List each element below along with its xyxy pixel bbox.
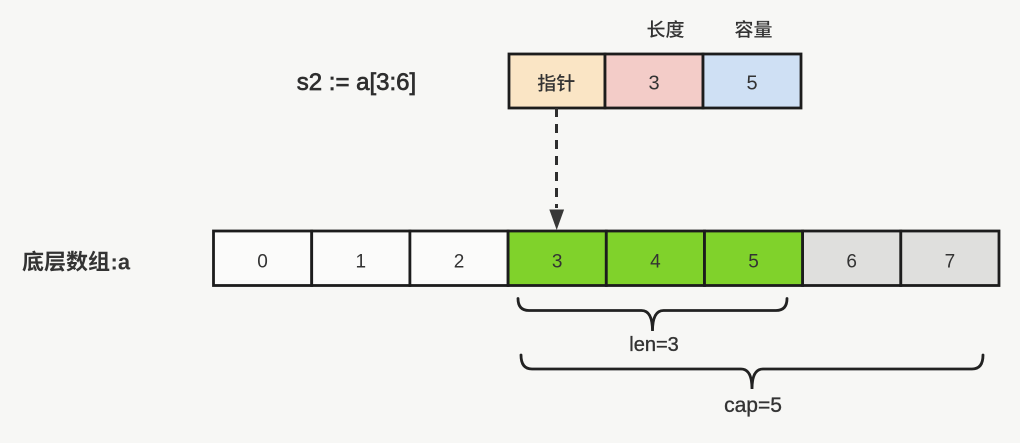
- svg-text:0: 0: [257, 252, 268, 273]
- svg-text:cap=5: cap=5: [724, 394, 782, 417]
- svg-text:7: 7: [945, 252, 956, 273]
- svg-text:3: 3: [648, 72, 659, 94]
- svg-text:5: 5: [746, 72, 757, 94]
- svg-text:6: 6: [846, 252, 857, 273]
- svg-text:5: 5: [748, 252, 759, 273]
- svg-text:2: 2: [454, 252, 465, 273]
- svg-text:4: 4: [650, 252, 661, 273]
- svg-text:len=3: len=3: [629, 334, 679, 356]
- svg-text:s2 := a[3:6]: s2 := a[3:6]: [297, 69, 416, 96]
- svg-text:1: 1: [356, 252, 367, 273]
- svg-text::a: :a: [111, 249, 131, 274]
- svg-text:3: 3: [552, 252, 563, 273]
